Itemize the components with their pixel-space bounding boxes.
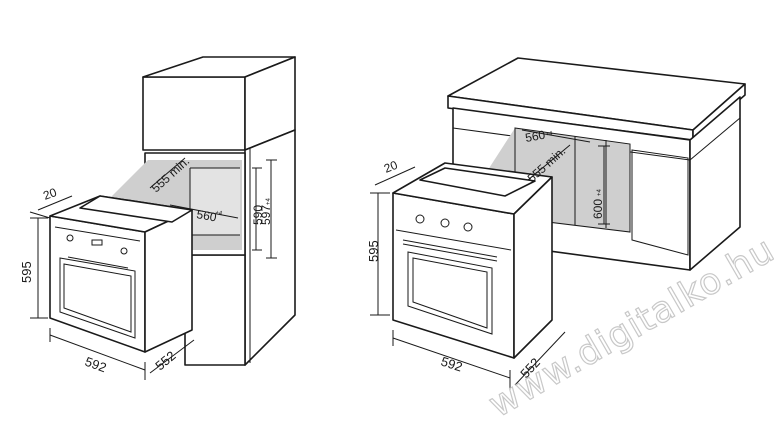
tall-cabinet <box>110 56 296 366</box>
dim-niche-height-a: 590 <box>251 205 265 225</box>
right-oven <box>392 162 553 359</box>
dim-oven-width: 592 <box>439 354 464 375</box>
dim-niche-height-tol: +4 <box>597 188 603 196</box>
dim-niche-width-tol: +4 <box>215 210 223 217</box>
dim-oven-width: 592 <box>83 354 109 376</box>
dim-niche-width: 560 <box>524 128 546 145</box>
dim-niche-height-b-tol: +4 <box>266 197 272 205</box>
dim-niche-width-tol: +4 <box>545 131 553 138</box>
left-oven <box>49 195 193 353</box>
dim-niche-height: 600 <box>591 199 605 219</box>
dim-oven-height: 595 <box>19 261 34 283</box>
dim-niche-width: 560 <box>195 207 217 224</box>
knob-icon <box>415 214 425 224</box>
dim-depth-offset: 20 <box>382 158 400 176</box>
right-installation: 20 595 592 552 560 +4 555 min. 6 <box>366 57 746 390</box>
dim-depth-offset: 20 <box>41 185 59 203</box>
knob-icon <box>463 222 473 232</box>
dim-niche-height-b: 597 <box>259 205 273 225</box>
left-installation: 20 595 592 552 555 min. 560 +4 <box>19 56 296 380</box>
knob-icon <box>66 234 74 242</box>
dim-oven-height: 595 <box>366 240 381 262</box>
display-icon <box>91 239 103 246</box>
dim-oven-depth: 552 <box>152 348 178 373</box>
knob-icon <box>440 218 450 228</box>
knob-icon <box>120 247 128 255</box>
